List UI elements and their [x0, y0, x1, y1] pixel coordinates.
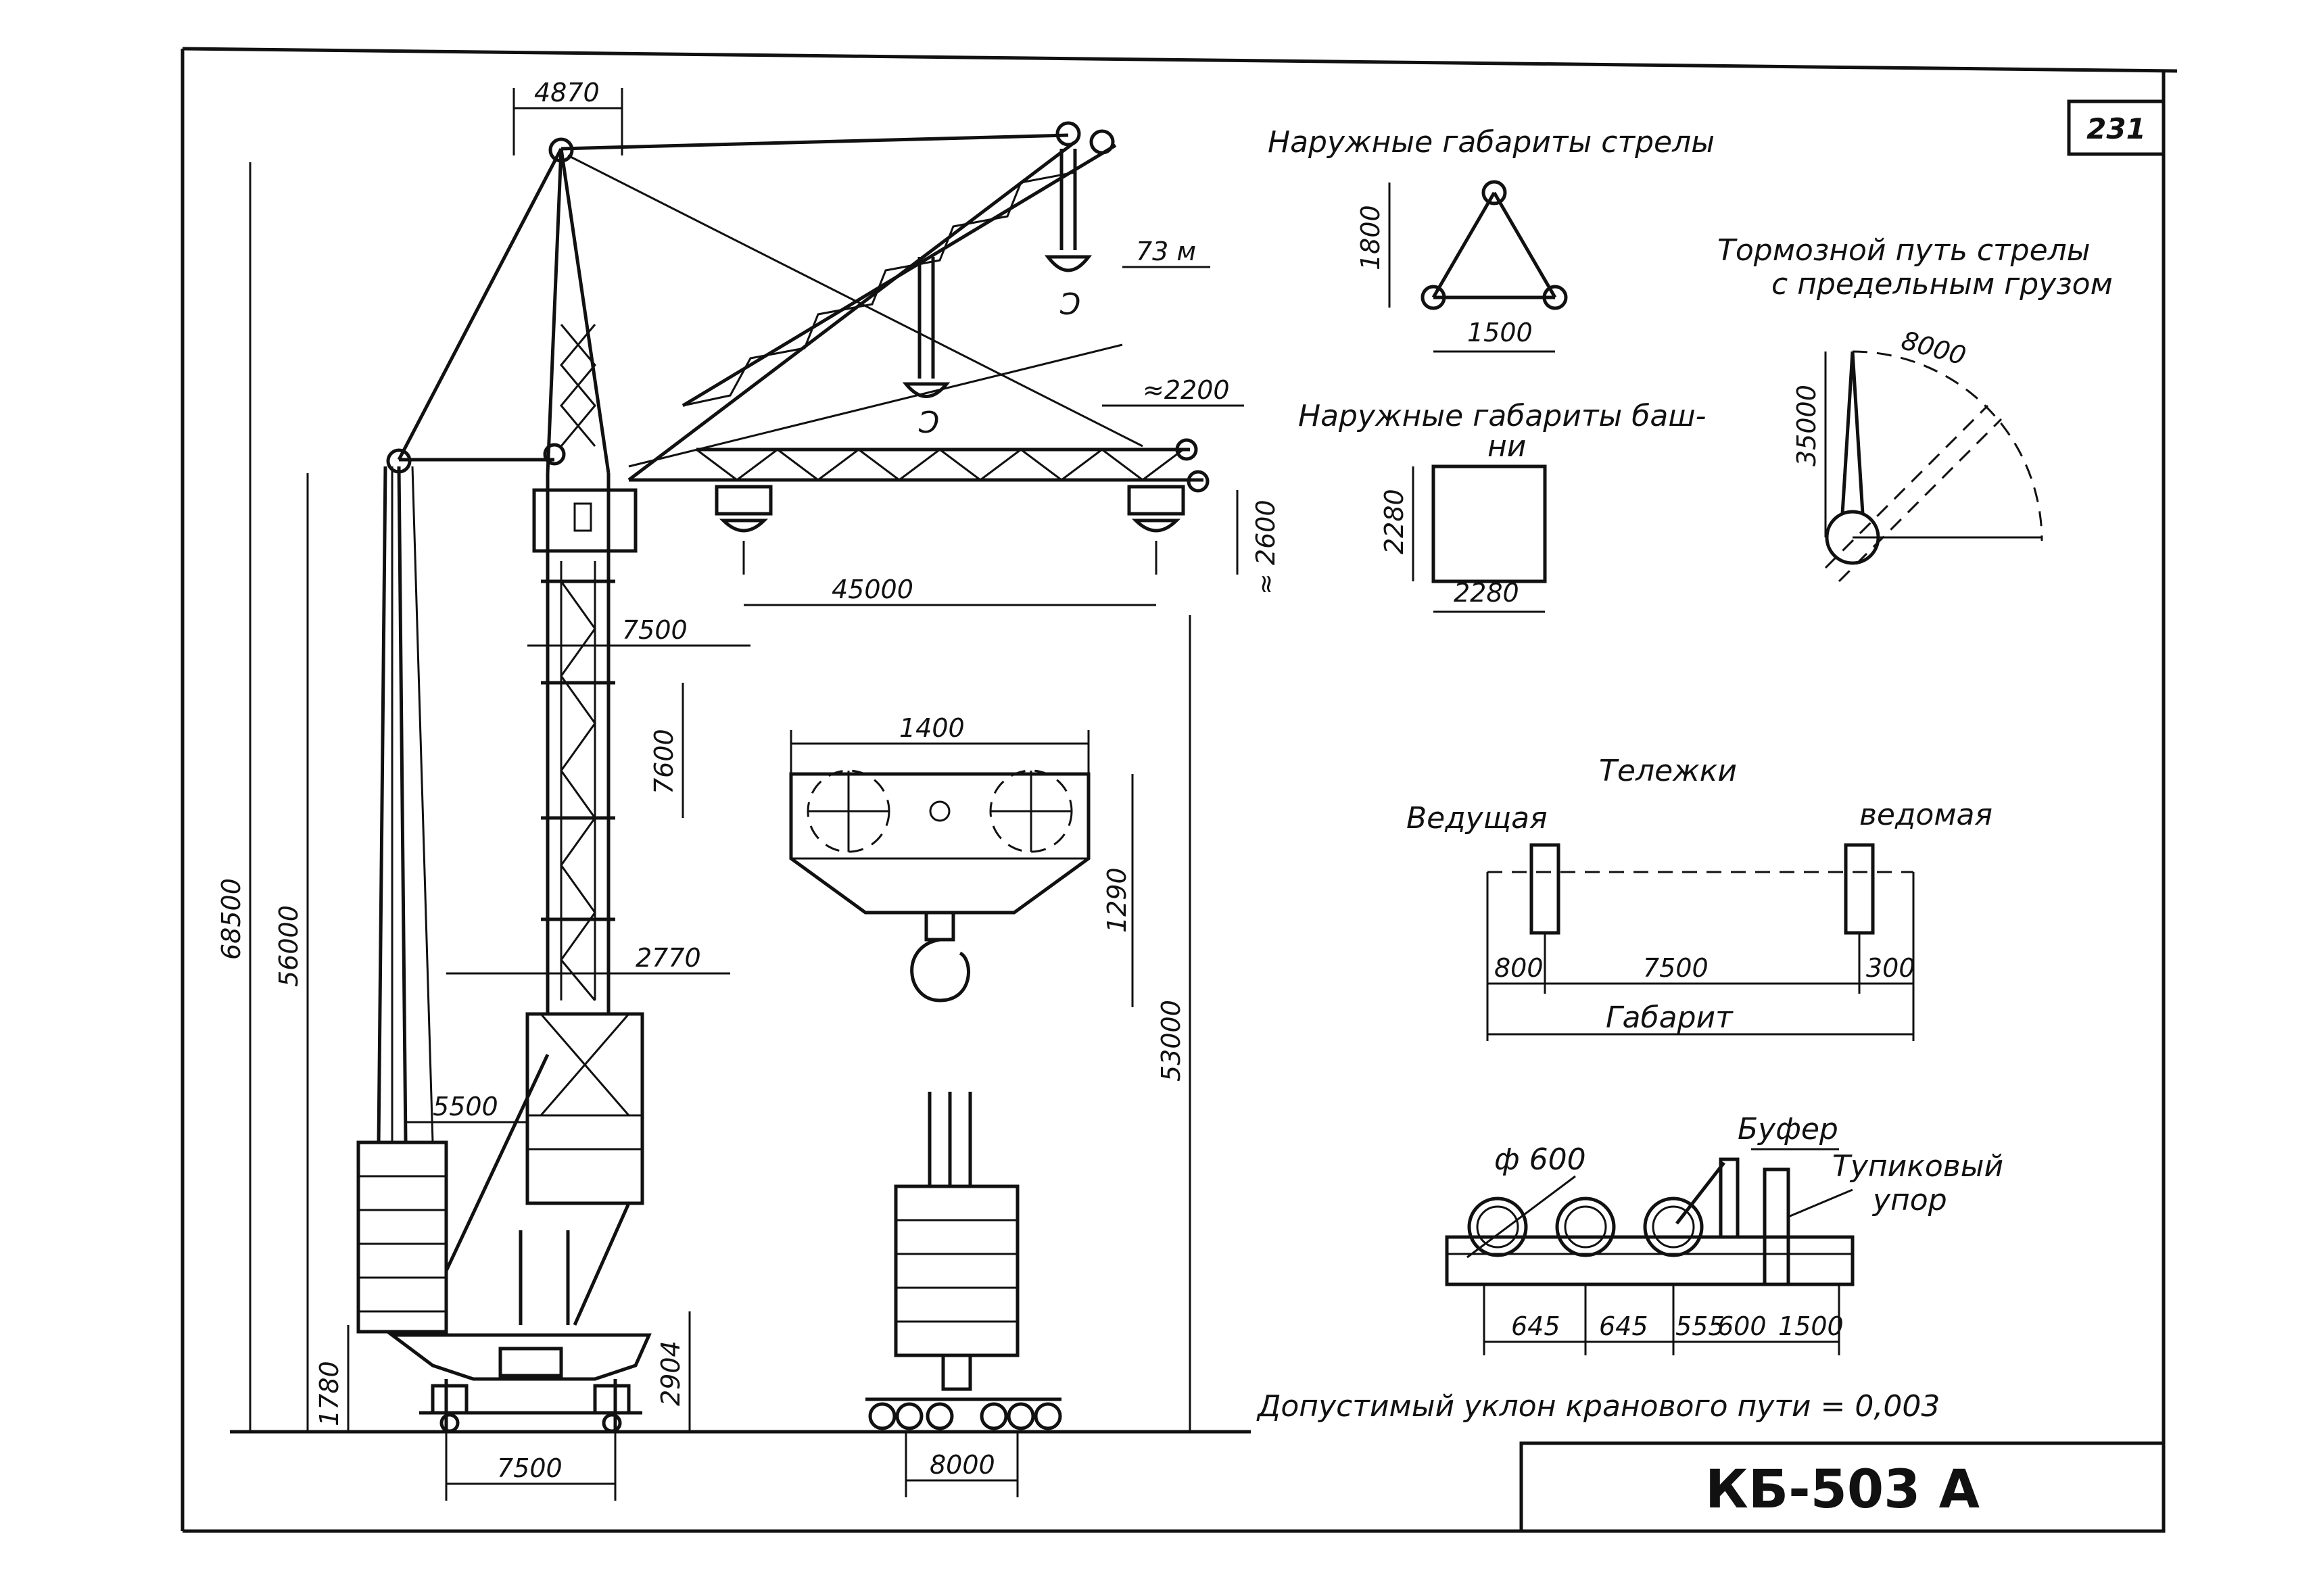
dim-boom-height: 1800 — [1356, 205, 1385, 270]
dim-hook-width: 1400 — [899, 713, 965, 743]
tower-section-title-2: ни — [1487, 429, 1526, 464]
dim-section-height: 7600 — [649, 729, 679, 794]
stop-label-1: Тупиковый — [1832, 1149, 2003, 1184]
crane-elevation: Ↄ Ↄ — [356, 121, 1210, 1433]
dim-offset-5500: 5500 — [433, 1092, 498, 1121]
dim-hook-height-block: 1290 — [1102, 867, 1132, 933]
dim-total-height: 68500 — [216, 878, 246, 960]
braking-title-1: Тормозной путь стрелы — [1717, 233, 2091, 268]
tower-section-detail: Наружные габариты баш- ни 2280 2280 — [1298, 399, 1707, 613]
svg-text:Ↄ: Ↄ — [917, 406, 938, 440]
dim-base-2904: 2904 — [656, 1340, 686, 1406]
buffer-detail: ф 600 Буфер Тупиковый упор 645 645 555 6… — [1445, 1112, 2003, 1355]
dim-tower-height: 2280 — [1379, 489, 1409, 554]
dim-braking-arc: 8000 — [1899, 325, 1970, 371]
dim-hook-drop: ≈ 2600 — [1251, 500, 1281, 595]
dim-buffer-2: 645 — [1599, 1311, 1648, 1341]
buffer-label: Буфер — [1738, 1112, 1838, 1146]
crane-dimensions: 4870 73 м ≈2200 45000 ≈ 2600 7500 7600 2… — [216, 78, 1281, 1501]
dim-bogie-right: 300 — [1866, 953, 1915, 983]
bogie-driven-label: ведомая — [1859, 798, 1992, 832]
dim-buffer-1: 645 — [1511, 1311, 1560, 1341]
bogie-driving-label: Ведущая — [1406, 801, 1548, 836]
sheet-frame — [181, 47, 2178, 1533]
dim-tower-offset: 7500 — [622, 615, 688, 645]
bogies-detail: Тележки Ведущая ведомая 800 7500 300 Габ… — [1406, 754, 1992, 1041]
base-side-view: 8000 — [865, 1092, 1062, 1497]
dim-top-width: 4870 — [534, 78, 600, 107]
hook-block-detail: 1400 1290 — [789, 713, 1134, 1007]
buffer-wheel-dia: ф 600 — [1494, 1142, 1586, 1177]
braking-path-detail: Тормозной путь стрелы с предельным грузо… — [1717, 233, 2113, 583]
boom-section-title: Наружные габариты стрелы — [1268, 125, 1715, 160]
dim-tower-width: 2280 — [1454, 578, 1519, 608]
dim-boom-width: 1500 — [1467, 318, 1533, 347]
braking-title-2: с предельным грузом — [1771, 267, 2113, 301]
bogies-title: Тележки — [1599, 754, 1737, 788]
dim-offset-2770: 2770 — [636, 943, 701, 973]
dim-jib-height: 56000 — [274, 905, 304, 987]
bogie-overall-label: Габарит — [1606, 1000, 1734, 1035]
dim-bogie-left: 800 — [1494, 953, 1544, 983]
model-title: КБ-503 А — [1705, 1459, 1980, 1520]
dim-jib-reach: 45000 — [832, 575, 913, 604]
dim-track-gauge: 7500 — [497, 1453, 563, 1483]
dim-base-1780: 1780 — [314, 1361, 344, 1426]
stop-label-2: упор — [1871, 1183, 1947, 1217]
dim-side-track: 8000 — [930, 1450, 995, 1480]
dim-braking-height: 35000 — [1792, 385, 1821, 466]
dim-buffer-5: 1500 — [1778, 1311, 1844, 1341]
tower-section-title-1: Наружные габариты баш- — [1298, 399, 1707, 433]
dim-hook-marker: 73 м — [1136, 237, 1196, 266]
svg-text:Ↄ: Ↄ — [1058, 287, 1080, 322]
page-number: 231 — [2086, 112, 2146, 145]
boom-section-detail: Наружные габариты стрелы 1800 1500 — [1268, 125, 1715, 353]
dim-hook-height: 53000 — [1156, 1000, 1186, 1082]
dim-buffer-4: 600 — [1717, 1311, 1767, 1341]
dim-overhang: ≈2200 — [1143, 375, 1230, 405]
slope-note: Допустимый уклон кранового пути = 0,003 — [1256, 1389, 1940, 1424]
dim-bogie-mid: 7500 — [1643, 953, 1709, 983]
dim-buffer-3: 555 — [1675, 1311, 1725, 1341]
